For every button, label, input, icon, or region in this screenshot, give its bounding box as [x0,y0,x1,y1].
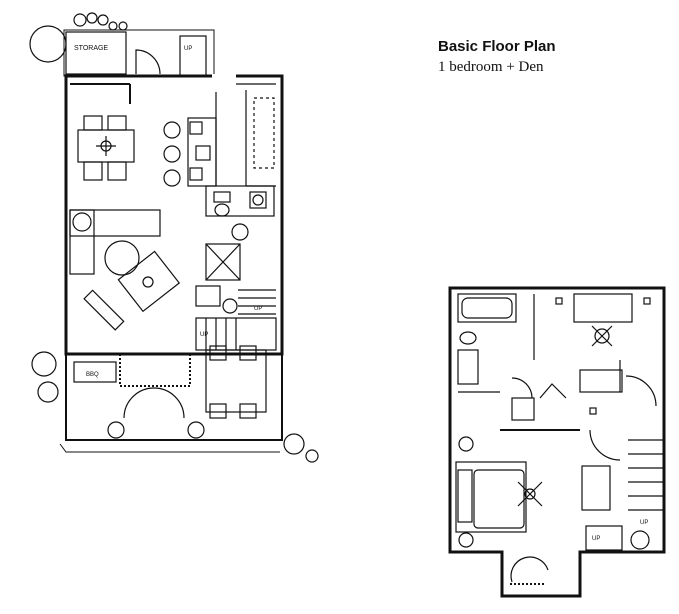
master-bedroom [455,436,611,585]
upper-stairs: UP UP [585,439,664,551]
plan-subtitle: 1 bedroom + Den [438,59,544,75]
upper-exterior-wall [448,286,666,598]
upper-bathroom [457,293,517,393]
main-bathroom [205,185,275,241]
main-floor-plan: STORAGE UP [29,12,319,463]
den-room [533,293,651,392]
upper-hallway [500,369,657,461]
dining-table [77,115,135,181]
patio: BBQ [31,345,319,463]
bbq-label: BBQ [86,372,99,378]
kitchen [163,83,276,187]
storage-up-label: UP [184,46,192,52]
storage-room [65,31,127,75]
storage-label: STORAGE [74,45,108,52]
upper-stairs-up-label: UP [640,520,648,526]
main-stairs: UP UP [195,243,277,351]
upper-floor-plan: UP UP [448,286,666,598]
tree-top-left [29,12,128,63]
lower-stairs-up-label: UP [200,332,208,338]
plan-title: Basic Floor Plan [438,38,556,55]
upper-lower-up-label: UP [592,536,600,542]
living-room [69,209,181,331]
main-stairs-up-label: UP [254,306,262,312]
